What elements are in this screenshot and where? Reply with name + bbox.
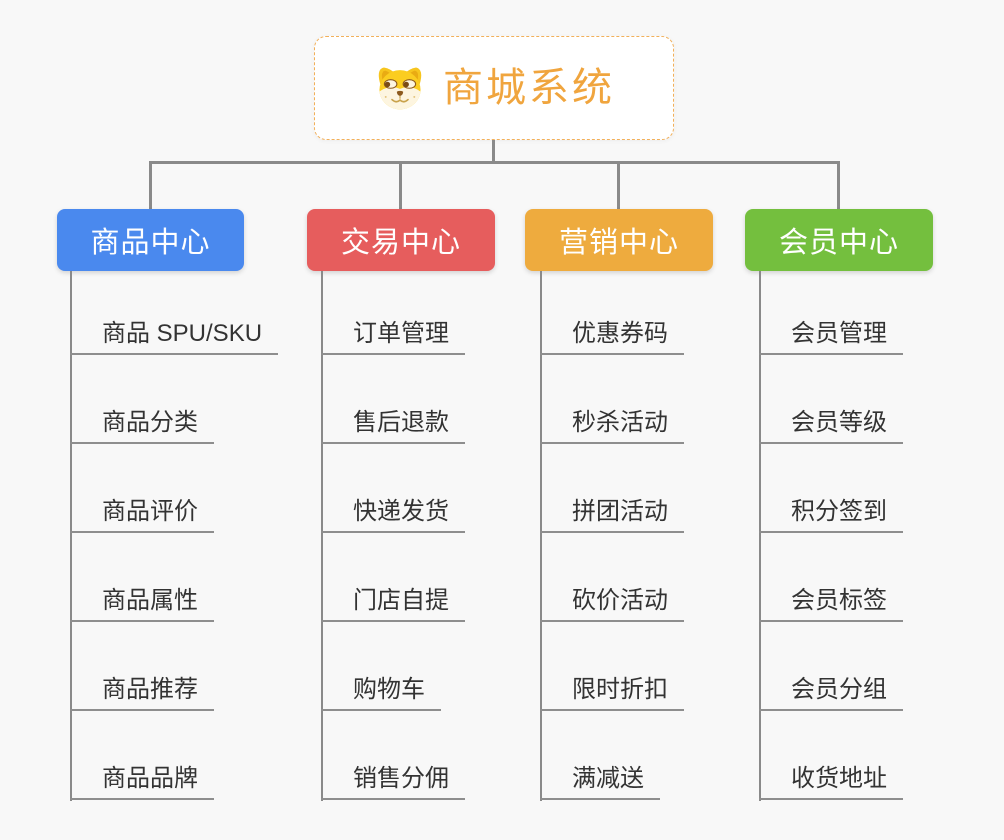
connector-drop-goods (149, 161, 152, 210)
leaf-item[interactable]: 积分签到 (759, 489, 903, 533)
connector-horizontal-bar (149, 161, 840, 164)
leaf-item[interactable]: 商品推荐 (70, 667, 214, 711)
leaf-item[interactable]: 商品 SPU/SKU (70, 311, 279, 355)
leaf-item[interactable]: 会员等级 (759, 400, 903, 444)
leaf-item[interactable]: 门店自提 (321, 578, 465, 622)
root-title: 商城系统 (443, 66, 615, 110)
leaf-item[interactable]: 收货地址 (759, 756, 903, 800)
branch-trunk-line-marketing (540, 271, 542, 801)
leaf-item[interactable]: 售后退款 (321, 400, 465, 444)
leaf-item[interactable]: 快递发货 (321, 489, 465, 533)
branch-trunk-line-goods (70, 271, 72, 801)
leaf-item[interactable]: 会员标签 (759, 578, 903, 622)
leaf-item[interactable]: 限时折扣 (540, 667, 684, 711)
leaf-item[interactable]: 满减送 (540, 756, 660, 800)
leaf-item[interactable]: 拼团活动 (540, 489, 684, 533)
connector-drop-trade (399, 161, 402, 210)
branch-trunk-line-trade (321, 271, 323, 801)
leaf-item[interactable]: 购物车 (321, 667, 441, 711)
root-node[interactable]: 商城系统 (314, 36, 674, 140)
leaf-item[interactable]: 销售分佣 (321, 756, 465, 800)
leaf-item[interactable]: 优惠券码 (540, 311, 684, 355)
leaf-item[interactable]: 商品评价 (70, 489, 214, 533)
leaf-item[interactable]: 商品属性 (70, 578, 214, 622)
leaf-item[interactable]: 商品品牌 (70, 756, 214, 800)
leaf-item[interactable]: 砍价活动 (540, 578, 684, 622)
leaf-item[interactable]: 会员分组 (759, 667, 903, 711)
connector-drop-marketing (617, 161, 620, 210)
connector-drop-member (837, 161, 840, 210)
branch-header-member[interactable]: 会员中心 (745, 209, 933, 271)
leaf-item[interactable]: 秒杀活动 (540, 400, 684, 444)
leaf-item[interactable]: 会员管理 (759, 311, 903, 355)
branch-trunk-line-member (759, 271, 761, 801)
branch-header-trade[interactable]: 交易中心 (307, 209, 495, 271)
leaf-item[interactable]: 商品分类 (70, 400, 214, 444)
branch-header-marketing[interactable]: 营销中心 (525, 209, 713, 271)
connector-root-stem (492, 140, 495, 163)
leaf-item[interactable]: 订单管理 (321, 311, 465, 355)
branch-header-goods[interactable]: 商品中心 (57, 209, 244, 271)
dog-face-icon (373, 63, 427, 113)
